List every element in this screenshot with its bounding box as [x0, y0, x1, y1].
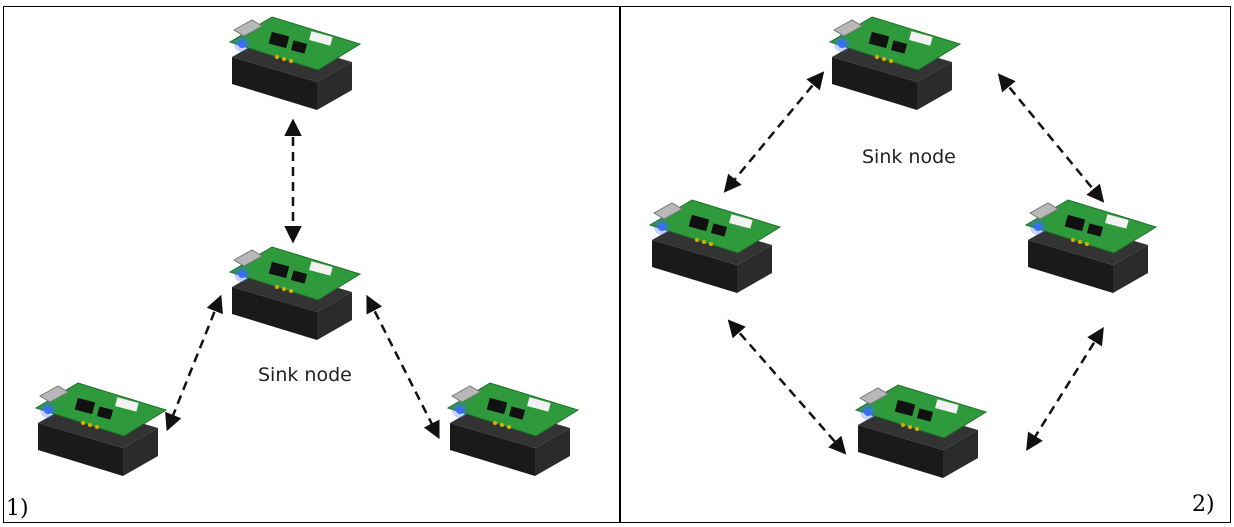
sensor-node-right [440, 378, 580, 478]
sink-node [222, 242, 362, 342]
sink-node-label-2: Sink node [862, 146, 956, 168]
sensor-mote-icon [440, 378, 580, 478]
sensor-mote-icon [222, 12, 362, 112]
sensor-mote-icon [1018, 195, 1158, 295]
sensor-mote-icon [848, 380, 988, 480]
sink-node-label-1: Sink node [258, 364, 352, 386]
sensor-node-left [28, 378, 168, 478]
sensor-node-left [642, 195, 782, 295]
sensor-mote-icon [28, 378, 168, 478]
sensor-mote-icon [222, 242, 362, 342]
sensor-node-bottom [848, 380, 988, 480]
sink-node [822, 12, 962, 112]
panel-1-label: 1) [6, 496, 29, 521]
sensor-mote-icon [642, 195, 782, 295]
panel-2-label: 2) [1192, 492, 1215, 517]
sensor-node-right [1018, 195, 1158, 295]
sensor-node-top [222, 12, 362, 112]
sensor-mote-icon [822, 12, 962, 112]
